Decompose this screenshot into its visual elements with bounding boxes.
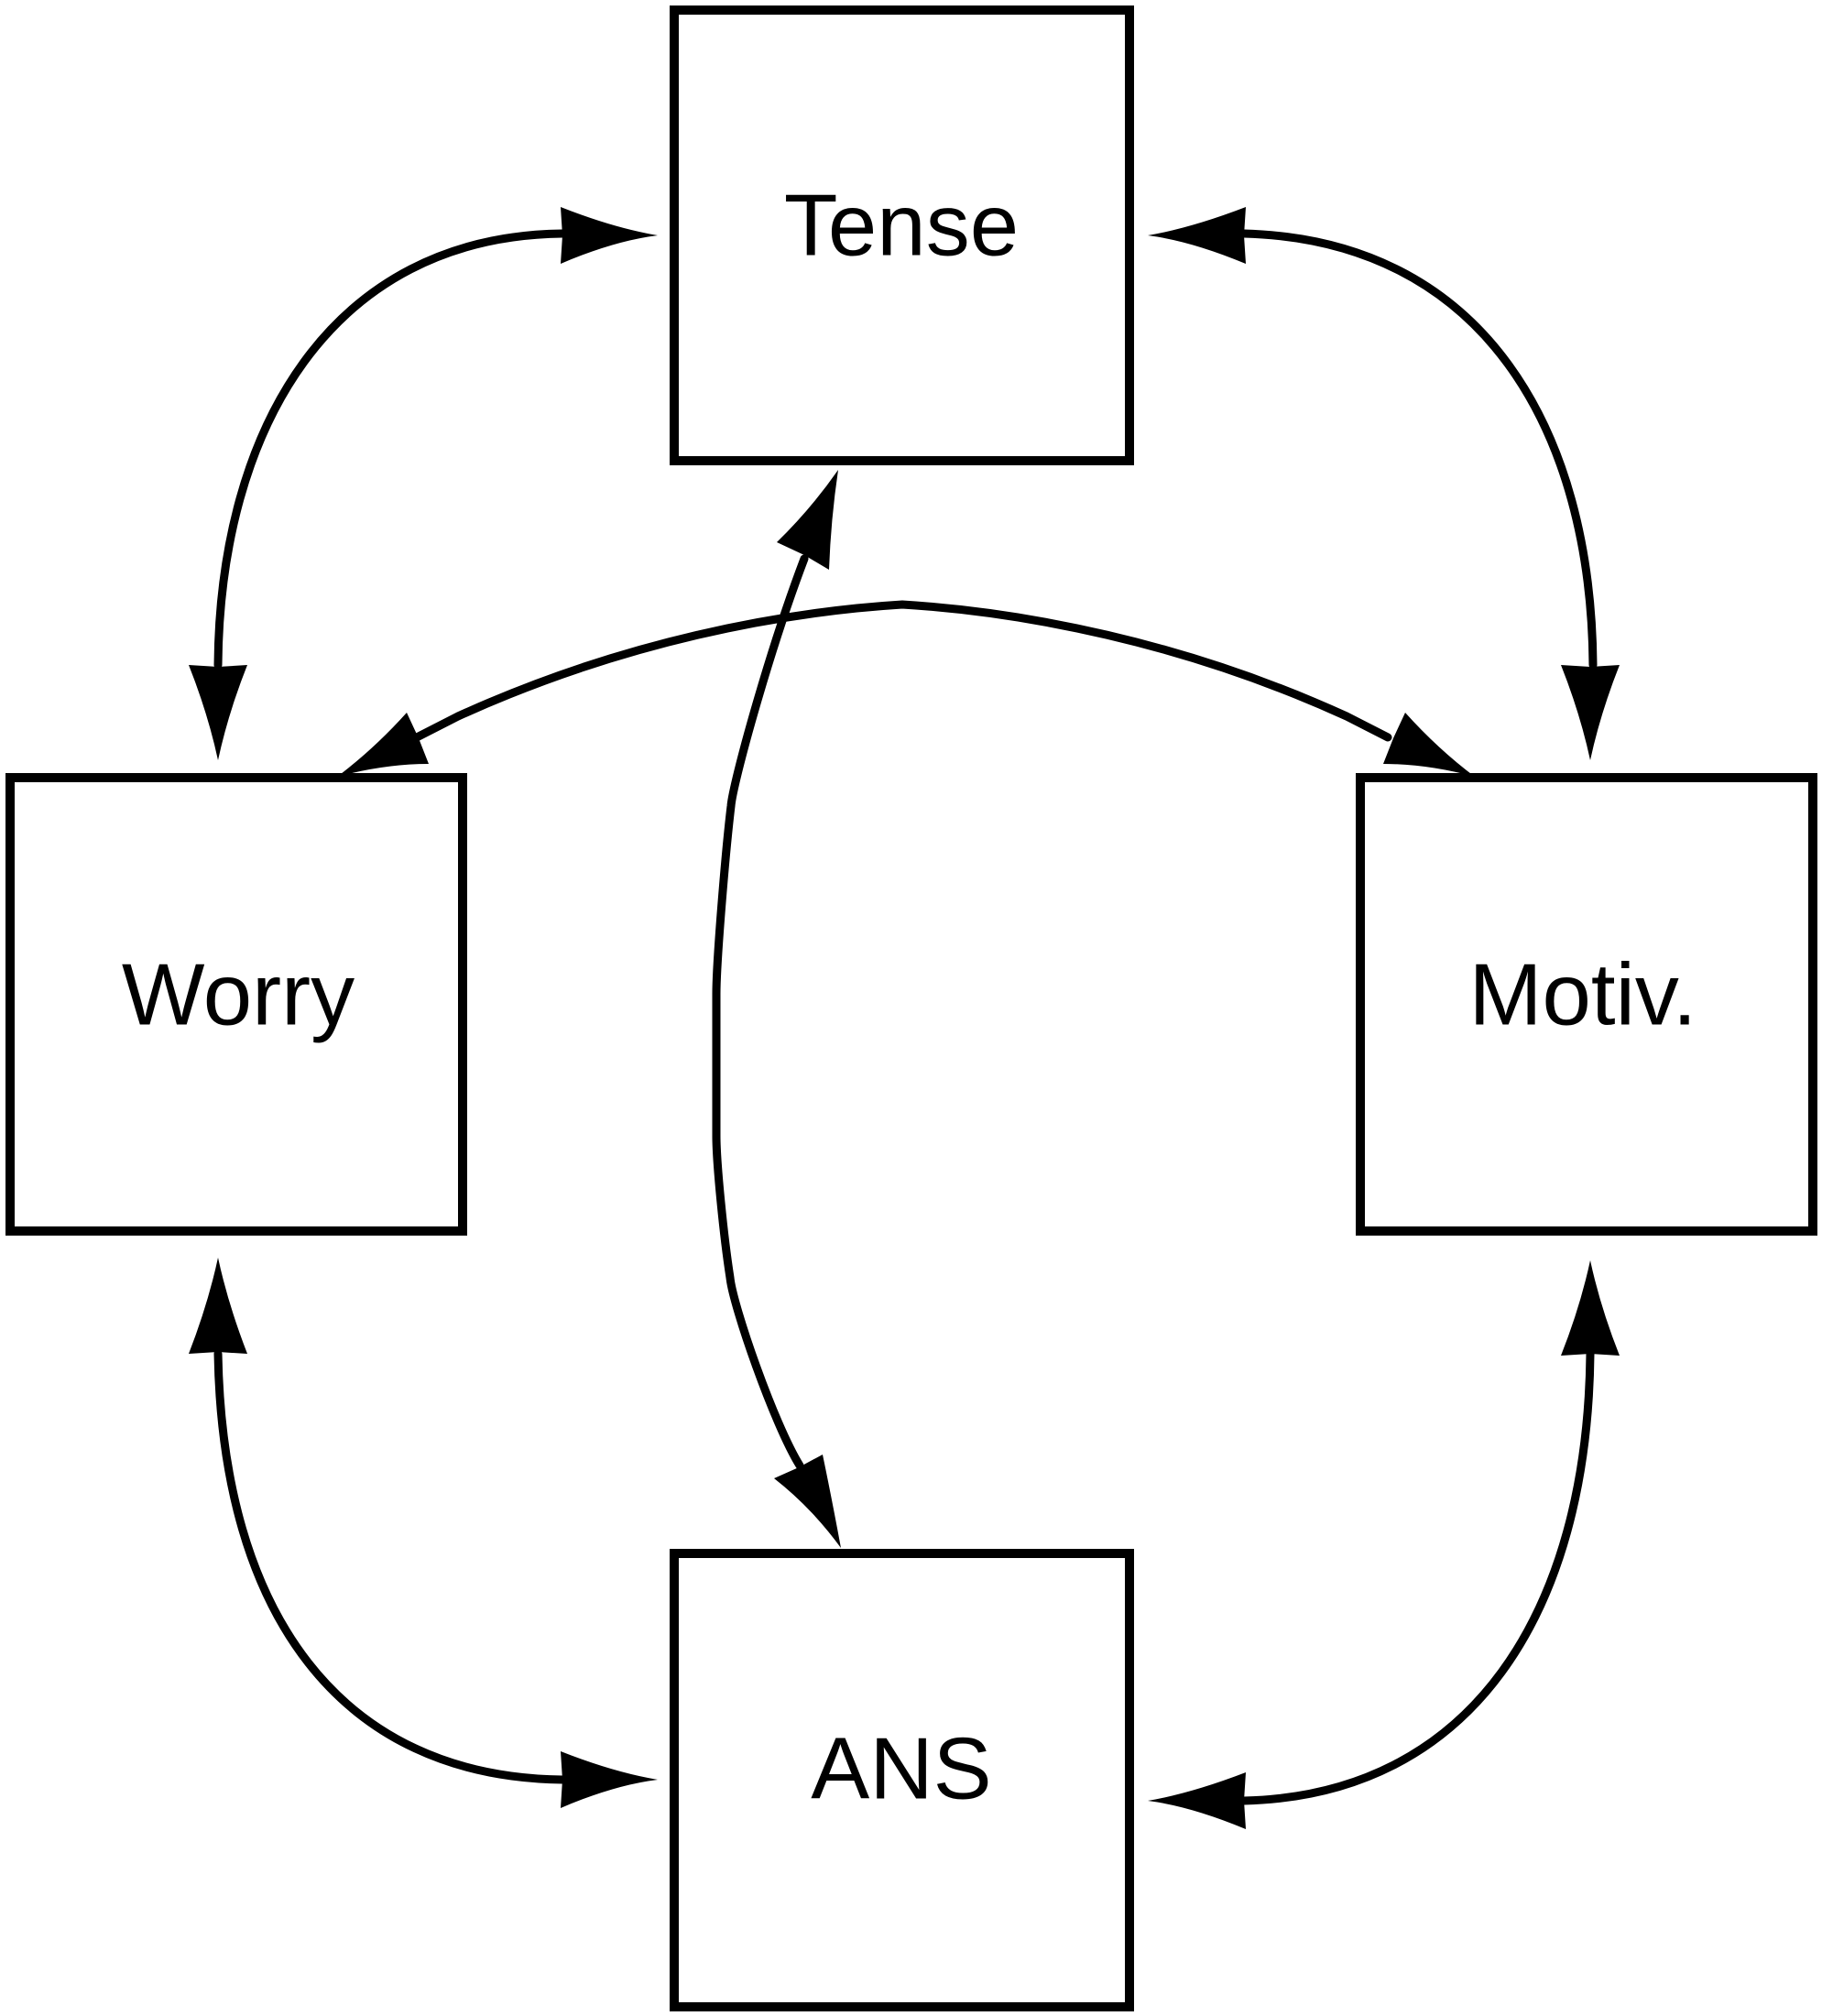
arrowhead-tense-ans-at-ans [774,1455,841,1548]
node-worry: Worry [5,773,467,1236]
arrowhead-worry-ans-at-ans [561,1751,658,1808]
arrowhead-tense-worry-at-worry [189,665,247,760]
arrowhead-worry-motiv-at-motiv [1383,713,1475,777]
node-ans: ANS [670,1549,1134,2011]
edge-worry-ans [189,1258,658,1808]
edge-worry-motiv-line [412,600,1392,742]
arrowhead-worry-ans-at-worry [189,1258,247,1354]
edge-tense-ans [712,470,841,1548]
edge-tense-motiv [1148,207,1620,760]
arrowhead-worry-motiv-at-worry [337,713,429,777]
node-motiv-box [1356,773,1817,1236]
edge-motiv-ans [1148,1260,1620,1829]
arrowhead-motiv-ans-at-ans [1148,1772,1246,1829]
node-worry-box [5,773,467,1236]
node-motiv-label: Motiv. [1469,945,1697,1043]
edge-worry-motiv [337,600,1475,777]
node-ans-box [670,1549,1134,2011]
edge-worry-ans-line [213,1349,567,1784]
node-ans-label: ANS [811,1719,991,1817]
arrowhead-tense-motiv-at-motiv [1561,665,1620,760]
arrowhead-tense-motiv-at-tense [1148,207,1246,264]
node-motiv: Motiv. [1356,773,1817,1236]
node-worry-label: Worry [122,945,355,1043]
node-tense-box [670,5,1134,465]
edge-tense-ans-line [712,554,809,1470]
edge-motiv-ans-line [1239,1349,1595,1805]
edge-tense-motiv-line [1239,229,1598,670]
edge-tense-worry [189,207,658,760]
node-tense: Tense [670,5,1134,465]
edge-tense-worry-line [213,229,567,670]
arrowhead-tense-worry-at-tense [561,207,658,264]
arrowhead-motiv-ans-at-motiv [1561,1260,1620,1356]
arrowhead-tense-ans-at-tense [777,470,838,570]
node-tense-label: Tense [784,176,1019,274]
